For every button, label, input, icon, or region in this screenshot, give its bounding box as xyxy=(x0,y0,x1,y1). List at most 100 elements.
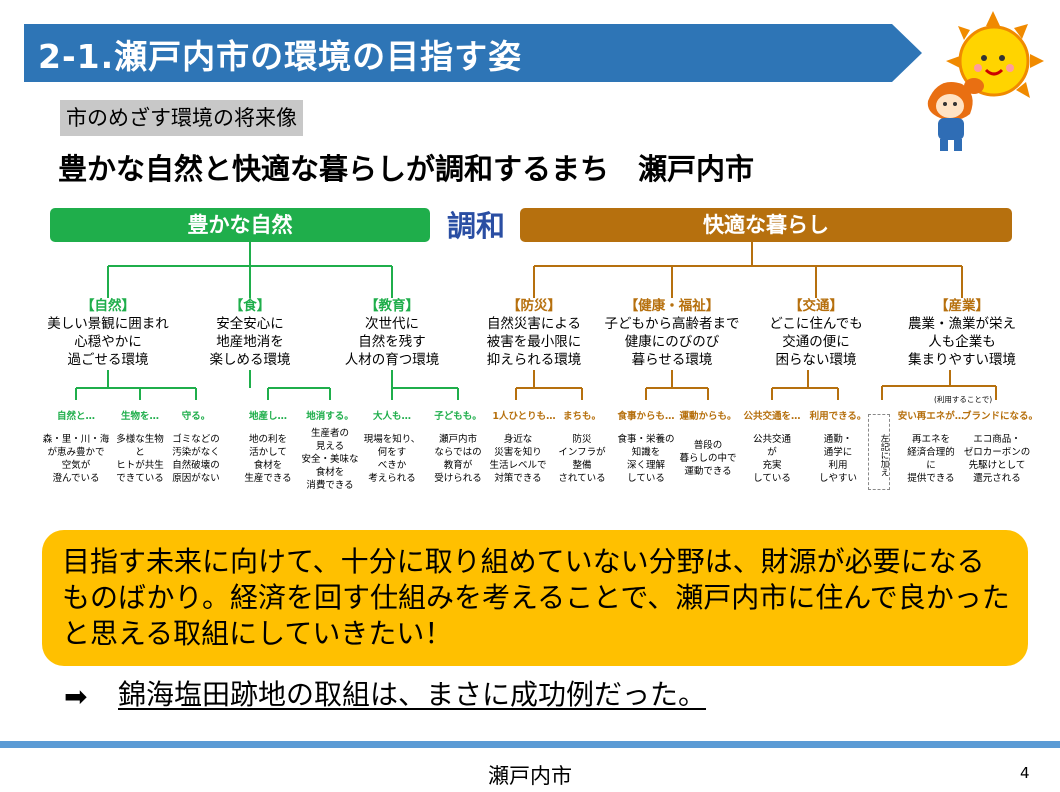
desc-line: 食材を xyxy=(315,467,345,478)
desc-line: 考えられる xyxy=(368,473,416,484)
item-description: 再エネを 経済合理的 に 提供できる xyxy=(896,433,966,485)
desc-line: 暮らしの中で xyxy=(679,453,737,464)
category-line: 過ごせる環境 xyxy=(67,352,149,368)
desc-line: しやすい xyxy=(819,473,857,484)
desc-line: 瀬戸内市 xyxy=(438,434,477,445)
item-description: エコ商品・ ゼロカーボンの 先駆けとして 還元される xyxy=(962,433,1032,485)
page-number: 4 xyxy=(1020,764,1030,782)
desc-line: 知識を xyxy=(631,447,661,458)
desc-line: 公共交通 xyxy=(752,434,791,445)
character-icon xyxy=(927,78,984,151)
category-line: 健康にのびのび xyxy=(624,334,720,350)
category-industry: 【産業】 農業・漁業が栄え 人も企業も 集まりやすい環境 xyxy=(887,297,1037,369)
desc-line: 運動できる xyxy=(684,466,732,477)
desc-line: 通学に xyxy=(823,447,853,458)
sun-icon xyxy=(946,11,1044,98)
item-label: 運動からも。 xyxy=(679,411,737,422)
desc-line: 災害を知り xyxy=(494,447,542,458)
category-disaster-prevention: 【防災】 自然災害による 被害を最小限に 抑えられる環境 xyxy=(459,297,609,369)
category-line: 被害を最小限に xyxy=(486,334,582,350)
item-label: 地消する。 xyxy=(306,411,354,422)
item-label: 自然と… xyxy=(56,411,95,422)
item-label: 利用できる。 xyxy=(809,411,867,422)
item-label: 公共交通を… xyxy=(743,411,801,422)
desc-line: している xyxy=(627,473,665,484)
item-description: 森・里・川・海 が恵み豊かで 空気が 澄んでいる xyxy=(41,433,111,485)
category-education: 【教育】 次世代に 自然を残す 人材の育つ環境 xyxy=(317,297,467,369)
item-description: 普段の 暮らしの中で 運動できる xyxy=(673,439,743,478)
category-line: 抑えられる環境 xyxy=(486,352,582,368)
desc-line: 普段の xyxy=(693,440,723,451)
desc-line: 生活レベルで xyxy=(489,460,547,471)
item-description: 地の利を 活かして 食材を 生産できる xyxy=(233,433,303,485)
desc-line: 整備 xyxy=(572,460,592,471)
desc-line: が恵み豊かで xyxy=(47,447,105,458)
desc-line: に xyxy=(926,460,936,471)
category-line: 自然を残す xyxy=(358,334,426,350)
page-title: 2-1.瀬戸内市の環境の目指す姿 xyxy=(38,37,523,76)
desc-line: 先駆けとして xyxy=(968,460,1026,471)
category-heading: 【教育】 xyxy=(365,298,419,314)
category-line: 美しい景観に囲まれ xyxy=(47,316,169,332)
item-label: 子どもも。 xyxy=(434,411,482,422)
item-description: ゴミなどの 汚染がなく 自然破壊の 原因がない xyxy=(161,433,231,485)
desc-line: 消費できる xyxy=(306,480,354,491)
item-description: 身近な 災害を知り 生活レベルで 対策できる xyxy=(483,433,553,485)
desc-line: されている xyxy=(558,473,606,484)
category-heading: 【交通】 xyxy=(789,298,843,314)
desc-line: べきか xyxy=(377,460,407,471)
note-vertical: 左記に加え xyxy=(868,414,890,490)
desc-line: 汚染がなく xyxy=(172,447,220,458)
desc-line: 何をす xyxy=(377,447,407,458)
desc-line: 安全・美味な xyxy=(301,454,359,465)
desc-line: 経済合理的 xyxy=(907,447,955,458)
desc-line: 受けられる xyxy=(434,473,482,484)
category-line: 次世代に xyxy=(365,316,419,332)
category-heading: 【産業】 xyxy=(935,298,989,314)
desc-line: 多様な生物 xyxy=(116,434,164,445)
category-line: 交通の便に xyxy=(782,334,850,350)
item-description: 瀬戸内市 ならではの 教育が 受けられる xyxy=(423,433,493,485)
category-heading: 【食】 xyxy=(229,298,271,314)
desc-line: 利用 xyxy=(828,460,848,471)
desc-line: 現場を知り、 xyxy=(363,434,421,445)
desc-line: できている xyxy=(116,473,164,484)
desc-line: 深く理解 xyxy=(626,460,665,471)
desc-line: 活かして xyxy=(249,447,287,458)
item-label: 食事からも… xyxy=(617,411,675,422)
vision-statement: 豊かな自然と快適な暮らしが調和するまち 瀬戸内市 xyxy=(58,152,755,186)
title-banner-shape xyxy=(24,24,922,82)
item-description: 防災 インフラが 整備 されている xyxy=(547,433,617,485)
item-label: 地産し… xyxy=(248,411,287,422)
desc-line: ゴミなどの xyxy=(172,434,220,445)
category-nature: 【自然】 美しい景観に囲まれ 心穏やかに 過ごせる環境 xyxy=(33,297,183,369)
desc-line: 対策できる xyxy=(494,473,542,484)
desc-line: 通勤・ xyxy=(823,434,853,445)
desc-line: が xyxy=(767,447,777,458)
comfort-bar: 快適な暮らし xyxy=(520,208,1012,242)
desc-line: 身近な xyxy=(503,434,533,445)
item-label: 生物を… xyxy=(120,411,159,422)
desc-line: 見える xyxy=(315,441,345,452)
desc-line: ならではの xyxy=(434,447,482,458)
item-description: 食事・栄養の 知識を 深く理解 している xyxy=(611,433,681,485)
mascot-sun-character xyxy=(918,6,1048,156)
comfort-connectors xyxy=(515,242,997,400)
item-description: 多様な生物 と ヒトが共生 できている xyxy=(105,433,175,485)
nature-connectors xyxy=(75,242,459,400)
category-health-welfare: 【健康・福祉】 子どもから高齢者まで 健康にのびのび 暮らせる環境 xyxy=(597,297,747,369)
title-banner: 2-1.瀬戸内市の環境の目指す姿 xyxy=(24,24,924,82)
desc-line: 生産者の xyxy=(310,428,349,439)
category-transport: 【交通】 どこに住んでも 交通の便に 困らない環境 xyxy=(741,297,891,369)
desc-line: と xyxy=(135,447,145,458)
desc-line: 還元される xyxy=(973,473,1021,484)
desc-line: インフラが xyxy=(558,447,606,458)
item-label: 大人も… xyxy=(372,411,411,422)
category-food: 【食】 安全安心に 地産地消を 楽しめる環境 xyxy=(175,297,325,369)
desc-line: 原因がない xyxy=(172,473,220,484)
desc-line: 食事・栄養の xyxy=(617,434,675,445)
category-heading: 【自然】 xyxy=(81,298,135,314)
desc-line: 再エネを xyxy=(911,434,950,445)
category-line: どこに住んでも xyxy=(769,316,863,332)
desc-line: している xyxy=(753,473,791,484)
